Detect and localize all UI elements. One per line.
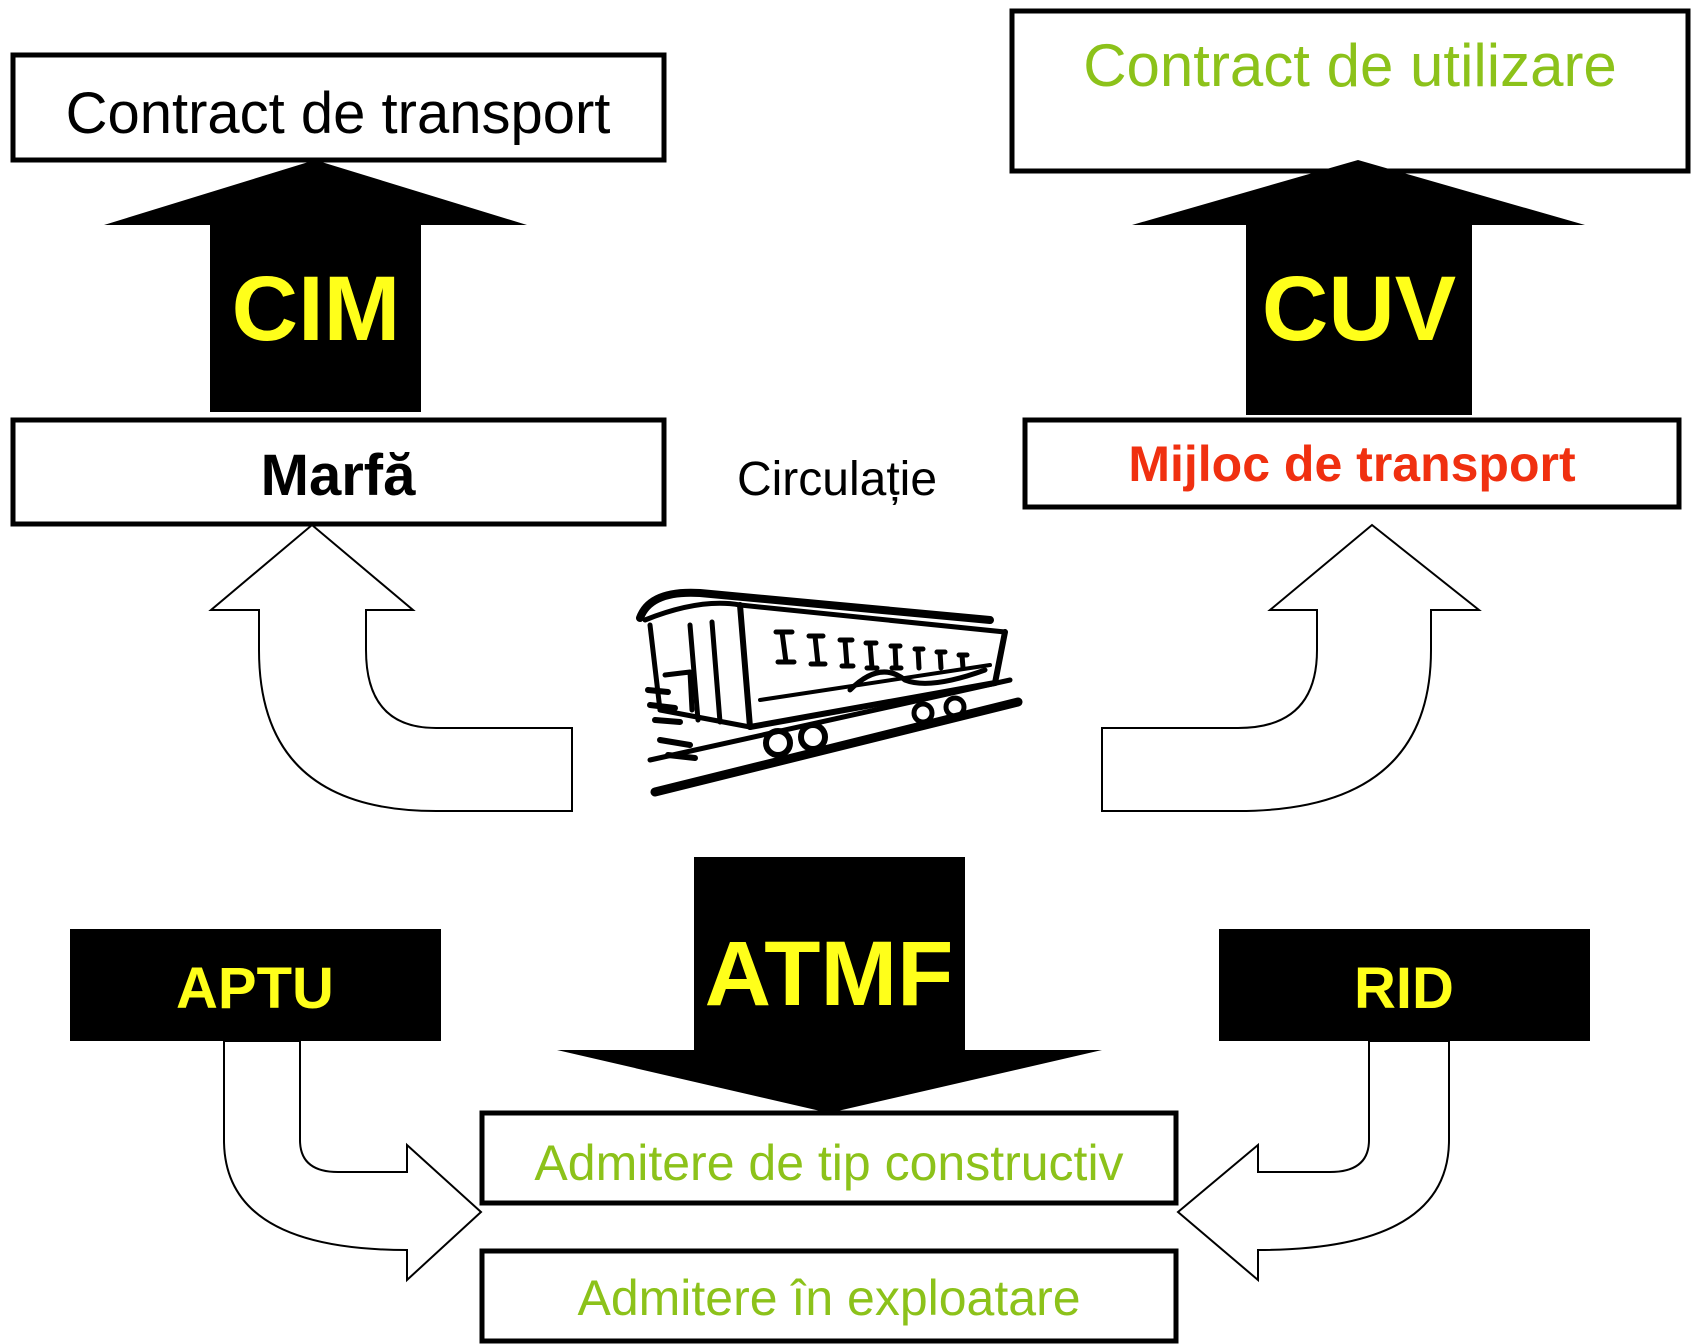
cuv-label: CUV <box>1262 258 1456 360</box>
contract-transport-box: Contract de transport <box>10 52 667 163</box>
mijloc-transport-text: Mijloc de transport <box>1128 436 1576 492</box>
rid-curved-arrow <box>1176 1040 1450 1283</box>
marfa-box: Marfă <box>10 417 667 527</box>
railway-carriage-icon <box>636 588 1023 797</box>
mijloc-transport-box: Mijloc de transport <box>1022 417 1682 510</box>
cuv-arrow: CUV <box>1132 160 1585 415</box>
atmf-arrow: ATMF <box>557 857 1102 1113</box>
contract-utilizare-text: Contract de utilizare <box>1083 32 1617 99</box>
admitere-exploatare-text: Admitere în exploatare <box>577 1270 1080 1326</box>
admitere-tip-text: Admitere de tip constructiv <box>534 1135 1123 1191</box>
cim-arrow: CIM <box>104 160 527 412</box>
rid-label: RID <box>1354 956 1454 1021</box>
left-curved-arrow <box>208 523 573 812</box>
aptu-label: APTU <box>176 956 334 1021</box>
rid-block: RID <box>1219 929 1590 1041</box>
contract-utilizare-box: Contract de utilizare <box>1009 8 1691 174</box>
aptu-curved-arrow <box>223 1040 483 1283</box>
cim-label: CIM <box>232 258 401 360</box>
admitere-tip-box: Admitere de tip constructiv <box>479 1110 1179 1206</box>
contract-transport-text: Contract de transport <box>66 81 611 146</box>
admitere-exploatare-box: Admitere în exploatare <box>479 1248 1179 1344</box>
aptu-block: APTU <box>70 929 441 1041</box>
marfa-text: Marfă <box>261 443 416 508</box>
right-curved-arrow <box>1101 523 1482 812</box>
circulatie-label: Circulație <box>737 453 937 506</box>
atmf-label: ATMF <box>705 923 954 1025</box>
